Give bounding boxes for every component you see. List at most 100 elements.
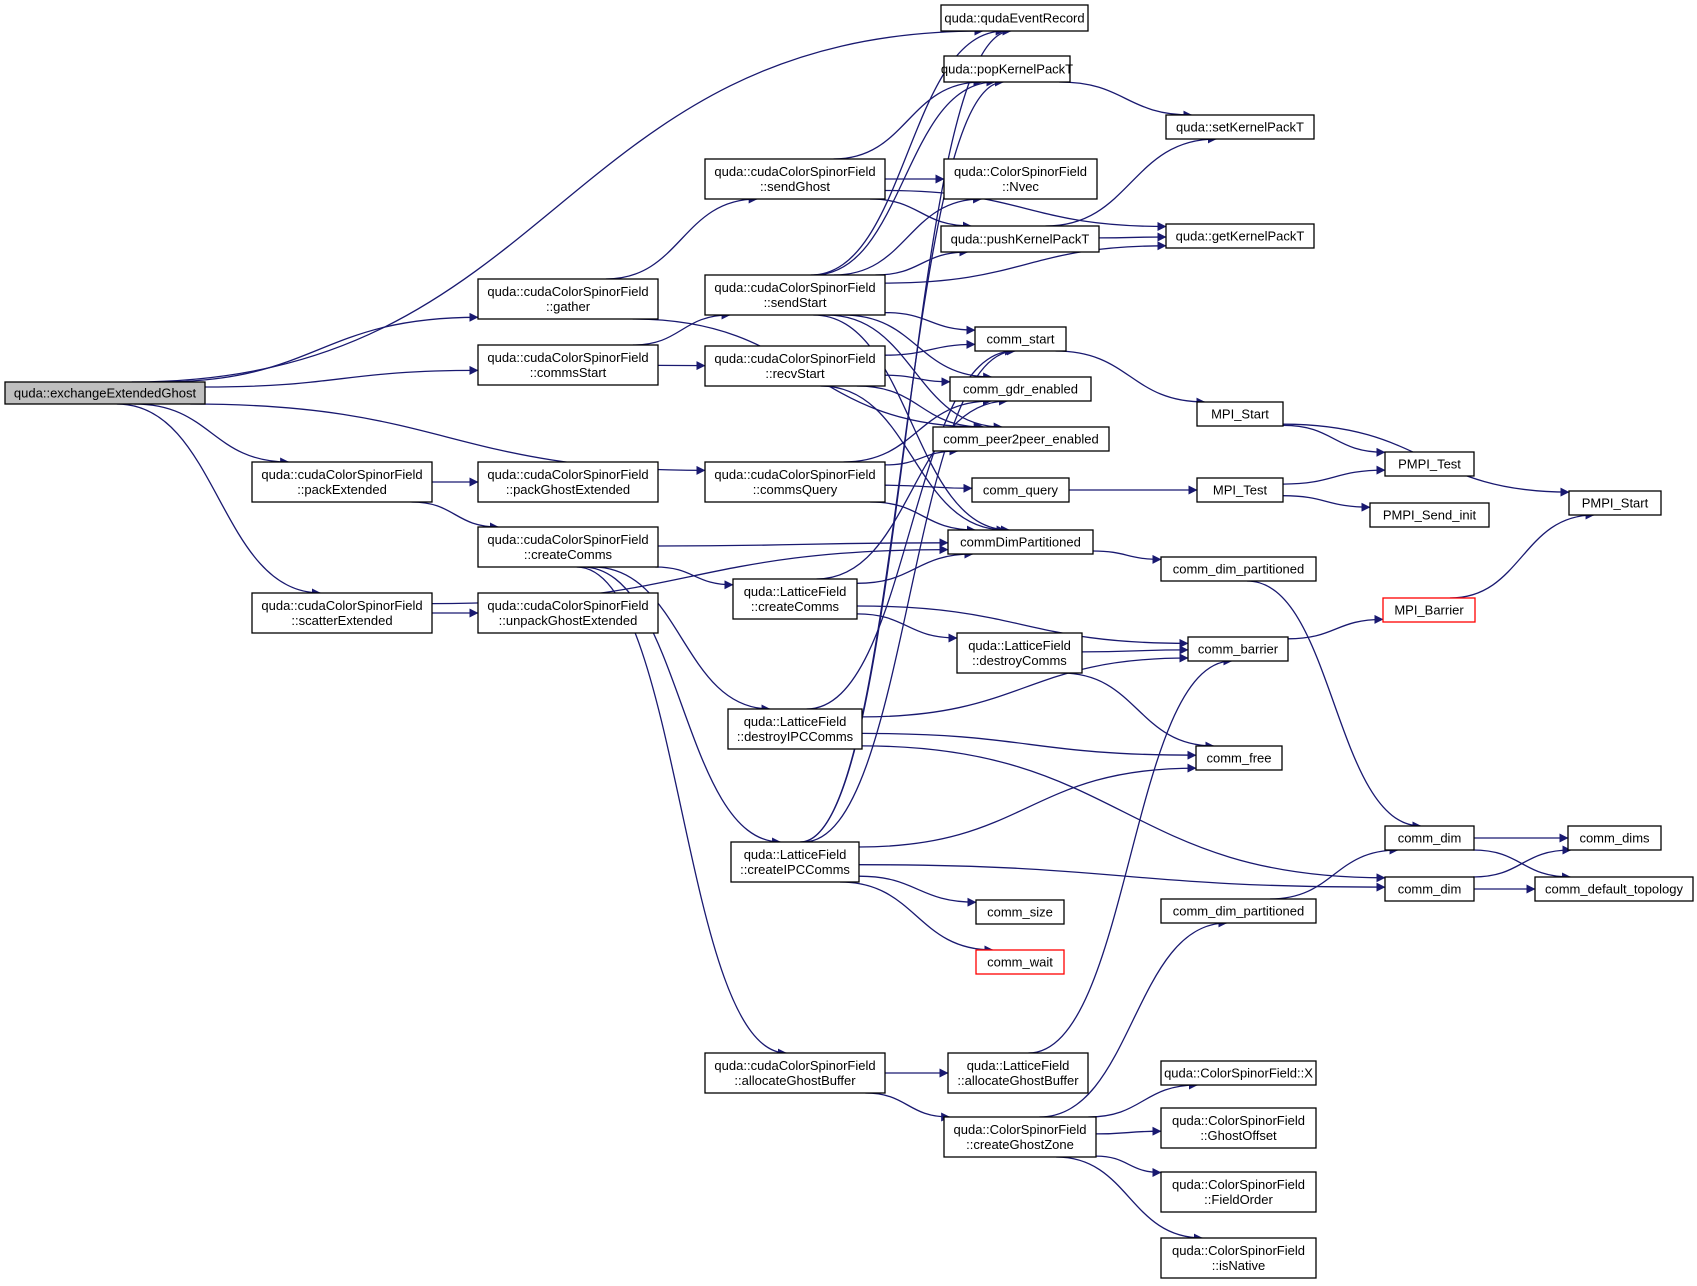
- graph-node[interactable]: MPI_Start: [1196, 401, 1284, 427]
- graph-node[interactable]: PMPI_Send_init: [1369, 502, 1490, 528]
- edge-n32-n42: [1282, 424, 1386, 457]
- edge-n19-n30: [1045, 134, 1217, 227]
- node-box: [1160, 898, 1317, 924]
- graph-node[interactable]: comm_wait: [975, 949, 1065, 975]
- node-label: comm_default_topology: [1545, 882, 1684, 897]
- graph-node[interactable]: PMPI_Start: [1568, 490, 1662, 516]
- graph-node[interactable]: comm_dim_partitioned: [1160, 898, 1317, 924]
- graph-node[interactable]: quda::getKernelPackT: [1165, 223, 1315, 249]
- graph-node[interactable]: quda::ColorSpinorField::X: [1160, 1060, 1317, 1086]
- edge-n25-n35: [1081, 645, 1189, 655]
- node-label: quda::ColorSpinorField: [954, 1122, 1087, 1137]
- graph-node[interactable]: comm_dim_partitioned: [1160, 556, 1317, 582]
- edge-n15-n29: [865, 1092, 951, 1122]
- node-label: quda::cudaColorSpinorField: [714, 467, 875, 482]
- node-box: [1196, 401, 1284, 427]
- node-label: ::createIPCComms: [740, 862, 850, 877]
- graph-node[interactable]: quda::LatticeField::createComms: [732, 578, 858, 620]
- graph-node[interactable]: quda::LatticeField::allocateGhostBuffer: [947, 1052, 1089, 1094]
- node-label: comm_dim_partitioned: [1173, 904, 1305, 919]
- node-box: [975, 899, 1065, 925]
- edge-n6-n12: [655, 566, 734, 590]
- graph-node[interactable]: quda::cudaColorSpinorField::packExtended: [251, 461, 433, 503]
- graph-node[interactable]: MPI_Barrier: [1382, 597, 1476, 623]
- graph-node[interactable]: quda::cudaColorSpinorField::sendStart: [704, 274, 886, 316]
- node-box: [1384, 825, 1475, 851]
- graph-node[interactable]: comm_gdr_enabled: [949, 376, 1092, 402]
- graph-node[interactable]: comm_size: [975, 899, 1065, 925]
- graph-node[interactable]: commDimPartitioned: [947, 529, 1094, 555]
- node-label: quda::cudaColorSpinorField: [261, 598, 422, 613]
- graph-node[interactable]: quda::cudaColorSpinorField::packGhostExt…: [477, 461, 659, 503]
- node-label: quda::cudaColorSpinorField: [487, 350, 648, 365]
- node-box: [943, 158, 1098, 200]
- graph-node[interactable]: quda::cudaColorSpinorField::createComms: [477, 526, 659, 568]
- graph-node[interactable]: quda::ColorSpinorField::createGhostZone: [943, 1116, 1097, 1158]
- edge-n24-n34: [1092, 550, 1162, 564]
- node-label: quda::popKernelPackT: [941, 62, 1073, 77]
- node-box: [947, 1052, 1089, 1094]
- edge-n6-n15: [576, 566, 787, 1058]
- node-box: [932, 426, 1110, 452]
- edge-n10-n24: [820, 385, 1006, 535]
- graph-node[interactable]: quda::setKernelPackT: [1165, 114, 1315, 140]
- graph-node[interactable]: comm_dim: [1384, 876, 1475, 902]
- node-box: [477, 461, 659, 503]
- graph-node[interactable]: quda::popKernelPackT: [941, 55, 1073, 83]
- graph-node[interactable]: quda::cudaColorSpinorField::commsStart: [477, 344, 659, 386]
- graph-node[interactable]: quda::cudaColorSpinorField::scatterExten…: [251, 592, 433, 634]
- node-label: ::createComms: [751, 599, 840, 614]
- edge-n14-n26: [858, 875, 977, 907]
- node-label: comm_free: [1206, 751, 1271, 766]
- node-label: ::gather: [546, 299, 591, 314]
- graph-node[interactable]: comm_peer2peer_enabled: [932, 426, 1110, 452]
- node-label: quda::cudaColorSpinorField: [487, 532, 648, 547]
- node-label: MPI_Barrier: [1394, 603, 1464, 618]
- node-label: quda::LatticeField: [744, 847, 847, 862]
- graph-node[interactable]: quda::cudaColorSpinorField::sendGhost: [704, 158, 886, 200]
- edge-n25-n36: [1061, 672, 1215, 751]
- edge-n8-n19: [869, 198, 972, 231]
- edge-n37-n45: [1269, 845, 1399, 900]
- graph-node[interactable]: quda::ColorSpinorField::isNative: [1160, 1237, 1317, 1279]
- edge-n46-n48: [1472, 845, 1572, 878]
- graph-node[interactable]: quda::exchangeExtendedGhost: [4, 381, 206, 405]
- graph-node[interactable]: comm_free: [1195, 745, 1283, 771]
- graph-node[interactable]: quda::ColorSpinorField::GhostOffset: [1160, 1107, 1317, 1149]
- graph-node[interactable]: quda::ColorSpinorField::Nvec: [943, 158, 1098, 200]
- graph-node[interactable]: PMPI_Test: [1384, 451, 1475, 477]
- node-box: [477, 526, 659, 568]
- graph-node[interactable]: quda::LatticeField::createIPCComms: [730, 841, 860, 883]
- graph-node[interactable]: quda::LatticeField::destroyComms: [956, 632, 1083, 674]
- graph-node[interactable]: quda::cudaColorSpinorField::gather: [477, 278, 659, 320]
- graph-node[interactable]: quda::pushKernelPackT: [940, 225, 1100, 253]
- node-box: [477, 344, 659, 386]
- node-box: [704, 274, 886, 316]
- node-label: quda::getKernelPackT: [1176, 229, 1305, 244]
- edge-n1-n8: [605, 194, 758, 280]
- graph-node[interactable]: quda::ColorSpinorField::FieldOrder: [1160, 1171, 1317, 1213]
- graph-node[interactable]: quda::cudaColorSpinorField::allocateGhos…: [704, 1052, 886, 1094]
- graph-node[interactable]: comm_default_topology: [1534, 876, 1694, 902]
- node-box: [1165, 114, 1315, 140]
- graph-node[interactable]: comm_dims: [1567, 825, 1662, 851]
- graph-node[interactable]: comm_barrier: [1187, 636, 1289, 662]
- node-box: [949, 376, 1092, 402]
- node-label: comm_dim_partitioned: [1173, 562, 1305, 577]
- graph-node[interactable]: quda::cudaColorSpinorField::recvStart: [704, 345, 886, 387]
- graph-node[interactable]: comm_query: [971, 477, 1070, 503]
- graph-node[interactable]: comm_start: [974, 326, 1067, 352]
- graph-node[interactable]: quda::cudaColorSpinorField::unpackGhostE…: [477, 592, 659, 634]
- graph-node[interactable]: comm_dim: [1384, 825, 1475, 851]
- graph-node[interactable]: quda::LatticeField::destroyIPCComms: [727, 708, 863, 750]
- node-label: comm_dim: [1398, 831, 1462, 846]
- graph-node[interactable]: MPI_Test: [1196, 477, 1284, 503]
- node-label: ::unpackGhostExtended: [499, 613, 638, 628]
- node-label: ::isNative: [1212, 1258, 1265, 1273]
- edge-n33-n43: [1282, 495, 1371, 512]
- edge-n14-n17: [800, 77, 1004, 843]
- graph-node[interactable]: quda::cudaColorSpinorField::commsQuery: [704, 461, 886, 503]
- graph-node[interactable]: quda::qudaEventRecord: [940, 4, 1089, 32]
- edge-n8-n31: [884, 189, 1167, 231]
- node-box: [1568, 490, 1662, 516]
